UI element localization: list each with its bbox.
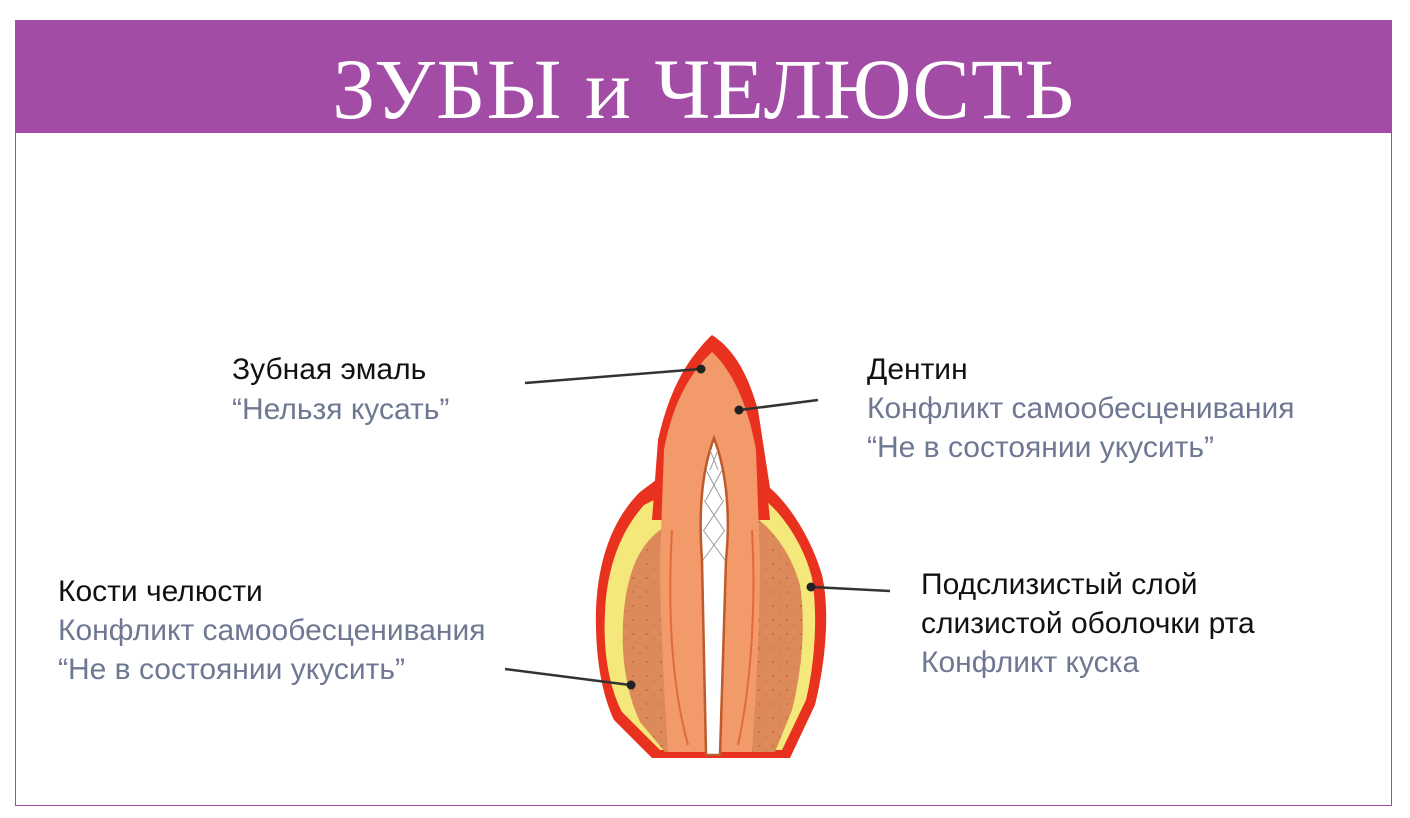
enamel-note: “Нельзя кусать” [232, 393, 450, 426]
jaw-pointer-line [504, 667, 631, 687]
enamel-label: Зубная эмаль [232, 353, 427, 386]
pulp-canal [699, 434, 730, 757]
page-title: ЗУБЫ и ЧЕЛЮСТЬ [332, 41, 1075, 137]
jaw-note: “Не в состоянии укусить” [58, 653, 405, 686]
jaw-label: Кости челюсти [58, 575, 263, 608]
submucosa-pointer-dot [806, 582, 816, 592]
jaw-conflict: Конфликт самообесценивания [58, 614, 486, 647]
enamel-pointer-dot [696, 364, 706, 374]
title-bar: ЗУБЫ и ЧЕЛЮСТЬ [15, 20, 1392, 133]
dentin-pointer-line [739, 398, 819, 412]
submucosa-pointer-line [811, 585, 891, 593]
pulp-mesh [702, 449, 726, 561]
dentin-conflict: Конфликт самообесценивания [867, 392, 1295, 425]
enamel-pointer-line [524, 367, 701, 385]
submucosa-label-line2: слизистой оболочки рта [921, 607, 1255, 640]
dentin-root-line [737, 529, 755, 746]
dentin-label: Дентин [867, 353, 968, 386]
submucosa-conflict: Конфликт куска [921, 646, 1140, 679]
submucosa-label-line1: Подслизистый слой [921, 568, 1198, 601]
dentin-root-line [669, 529, 689, 746]
dentin-note: “Не в состоянии укусить” [867, 431, 1214, 464]
dentin-pointer-dot [734, 405, 744, 415]
jaw-pointer-dot [626, 680, 636, 690]
